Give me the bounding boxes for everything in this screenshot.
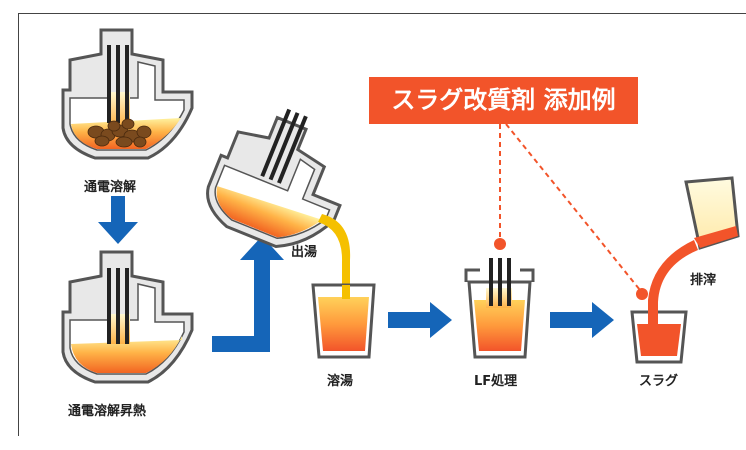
label-tapping: 出湯 — [291, 245, 318, 260]
label-slag: スラグ — [639, 374, 679, 389]
arrow-ladle-to-lf — [388, 302, 452, 338]
molten-pool — [71, 336, 182, 373]
slag-modifier-badge: スラグ改質剤 添加例 — [369, 77, 638, 124]
electrodes — [107, 45, 129, 123]
furnace-heating — [61, 250, 194, 384]
tapping-stream — [318, 214, 351, 292]
marker-lf — [494, 238, 506, 250]
badge-leaders — [499, 123, 641, 291]
arrow-heat-to-tap — [212, 236, 284, 352]
label-slag-discharge: 排滓 — [690, 273, 717, 288]
label-melting: 通電溶解 — [84, 180, 137, 195]
marker-slag — [636, 288, 648, 300]
scrap-pile — [87, 118, 152, 148]
arrow-melt-to-heat — [98, 196, 138, 244]
slag-stream — [648, 240, 698, 326]
diagram-frame — [18, 13, 746, 436]
electrodes — [260, 108, 308, 184]
furnace-melting — [61, 28, 194, 160]
label-molten-steel: 溶湯 — [327, 374, 354, 389]
arrow-lf-to-slag — [550, 302, 614, 338]
furnace-tapping — [206, 108, 342, 248]
slag-discharge-box — [684, 176, 740, 250]
label-lf: LF処理 — [474, 374, 518, 389]
electrodes — [107, 268, 129, 344]
label-heating: 通電溶解昇熱 — [68, 404, 147, 419]
electrodes — [489, 258, 511, 306]
lf-ladle — [464, 258, 535, 359]
ladle-molten-steel — [311, 283, 376, 359]
molten-pool — [216, 186, 323, 238]
slag-pot — [630, 310, 688, 364]
